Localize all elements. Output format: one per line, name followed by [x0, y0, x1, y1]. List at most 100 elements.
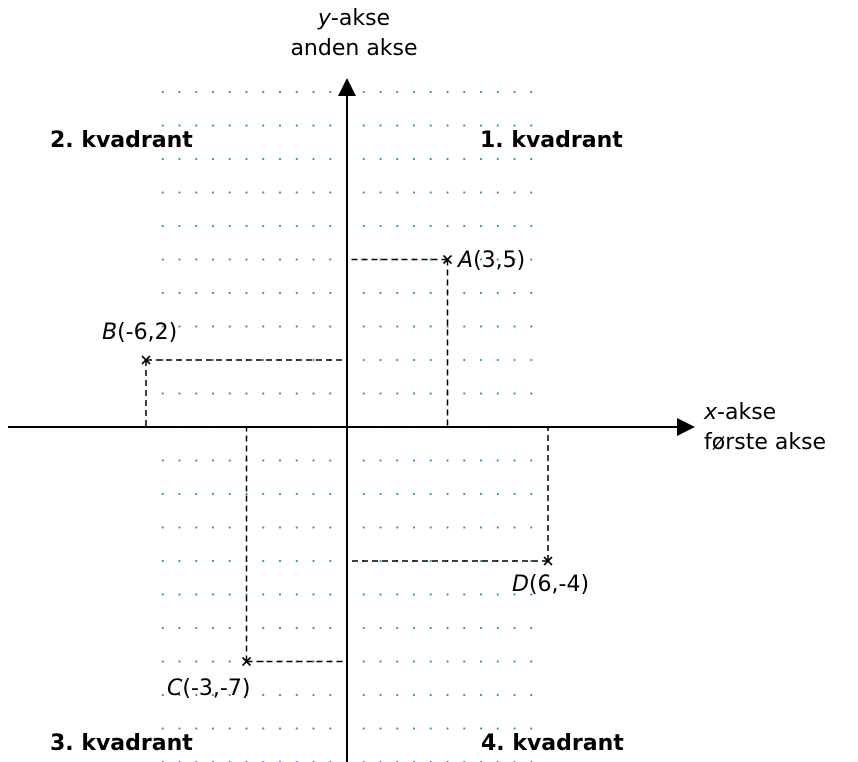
grid-dot	[429, 325, 432, 328]
grid-dot	[496, 727, 499, 730]
grid-dot	[329, 291, 332, 295]
grid-dot	[530, 325, 533, 328]
grid-dot	[513, 727, 516, 730]
grid-dot	[429, 90, 432, 94]
grid-dot	[496, 224, 499, 228]
grid-dot	[513, 626, 516, 630]
grid-dot	[161, 626, 164, 630]
grid-dot	[329, 392, 332, 395]
grid-dot	[295, 291, 298, 295]
point-b-coords: (-6,2)	[117, 320, 178, 345]
grid-dot	[396, 626, 399, 630]
grid-dot	[362, 459, 365, 462]
grid-dot	[295, 157, 298, 161]
grid-dot	[228, 291, 231, 295]
grid-dot	[362, 626, 365, 630]
grid-dot	[396, 325, 399, 328]
grid-dot	[228, 90, 231, 94]
point-b-name: B	[102, 320, 118, 345]
grid-dot	[446, 593, 449, 596]
grid-dot	[479, 660, 483, 663]
grid-dot	[329, 693, 332, 697]
grid-dot	[530, 157, 533, 161]
y-axis-label: y-akse	[280, 8, 428, 30]
grid-dot	[195, 492, 198, 496]
grid-dot	[513, 157, 516, 161]
grid-dot	[178, 392, 181, 395]
point-d-name: D	[512, 572, 529, 597]
grid-dot	[446, 325, 449, 328]
grid-dot	[362, 124, 365, 127]
grid-dot	[362, 191, 365, 194]
grid-dot	[513, 459, 516, 462]
grid-dot	[329, 459, 332, 462]
grid-dot	[396, 526, 399, 529]
grid-dot	[295, 459, 298, 462]
grid-dot	[178, 224, 181, 228]
grid-dot	[211, 559, 215, 563]
grid-dot	[262, 358, 265, 362]
grid-dot	[496, 90, 499, 94]
grid-dot	[211, 191, 215, 194]
grid-dot	[379, 492, 382, 496]
grid-dot	[228, 459, 231, 462]
grid-dot	[412, 727, 416, 730]
grid-dot	[446, 526, 449, 529]
grid-dot	[479, 258, 483, 261]
grid-dot	[161, 325, 164, 328]
point-c-coords: (-3,-7)	[182, 676, 251, 701]
grid-dot	[496, 258, 499, 261]
grid-dot	[463, 90, 466, 94]
grid-dot	[295, 526, 298, 529]
grid-dot	[312, 392, 315, 395]
grid-dot	[295, 90, 298, 94]
grid-dot	[513, 660, 516, 663]
grid-dot	[278, 90, 282, 94]
grid-dot	[245, 392, 248, 395]
grid-dot	[329, 593, 332, 596]
x-axis-arrow-icon	[677, 418, 695, 436]
point-b-marker-stroke	[141, 355, 151, 365]
grid-dot	[530, 492, 533, 496]
grid-dot	[178, 90, 181, 94]
grid-dot	[513, 124, 516, 127]
grid-dot	[412, 191, 416, 194]
grid-dot	[513, 358, 516, 362]
grid-dot	[530, 191, 533, 194]
grid-dot	[479, 727, 483, 730]
y-axis-suffix: -akse	[330, 6, 391, 31]
grid-dot	[446, 626, 449, 630]
grid-dot	[178, 593, 181, 596]
grid-dot	[429, 660, 432, 663]
grid-dot	[195, 90, 198, 94]
grid-dot	[513, 526, 516, 529]
grid-dot	[379, 392, 382, 395]
grid-dot	[211, 660, 215, 663]
grid-dot	[295, 593, 298, 596]
grid-dot	[195, 392, 198, 395]
grid-dot	[463, 693, 466, 697]
grid-dot	[228, 727, 231, 730]
grid-dot	[278, 626, 282, 630]
grid-dot	[429, 693, 432, 697]
point-b-label: B(-6,2)	[102, 322, 177, 344]
grid-dot	[530, 90, 533, 94]
grid-dot	[278, 325, 282, 328]
grid-dot	[312, 626, 315, 630]
grid-dot	[446, 224, 449, 228]
grid-dot	[496, 191, 499, 194]
grid-dot	[463, 727, 466, 730]
point-d-marker-stroke	[543, 556, 553, 566]
grid-dot	[513, 392, 516, 395]
grid-dot	[496, 526, 499, 529]
grid-dot	[396, 224, 399, 228]
grid-dot	[329, 559, 332, 563]
grid-dot	[245, 258, 248, 261]
grid-dot	[245, 124, 248, 127]
grid-dot	[496, 291, 499, 295]
grid-dot	[228, 526, 231, 529]
grid-dot	[262, 325, 265, 328]
grid-dot	[245, 593, 248, 596]
grid-dot	[513, 224, 516, 228]
grid-dot	[396, 191, 399, 194]
